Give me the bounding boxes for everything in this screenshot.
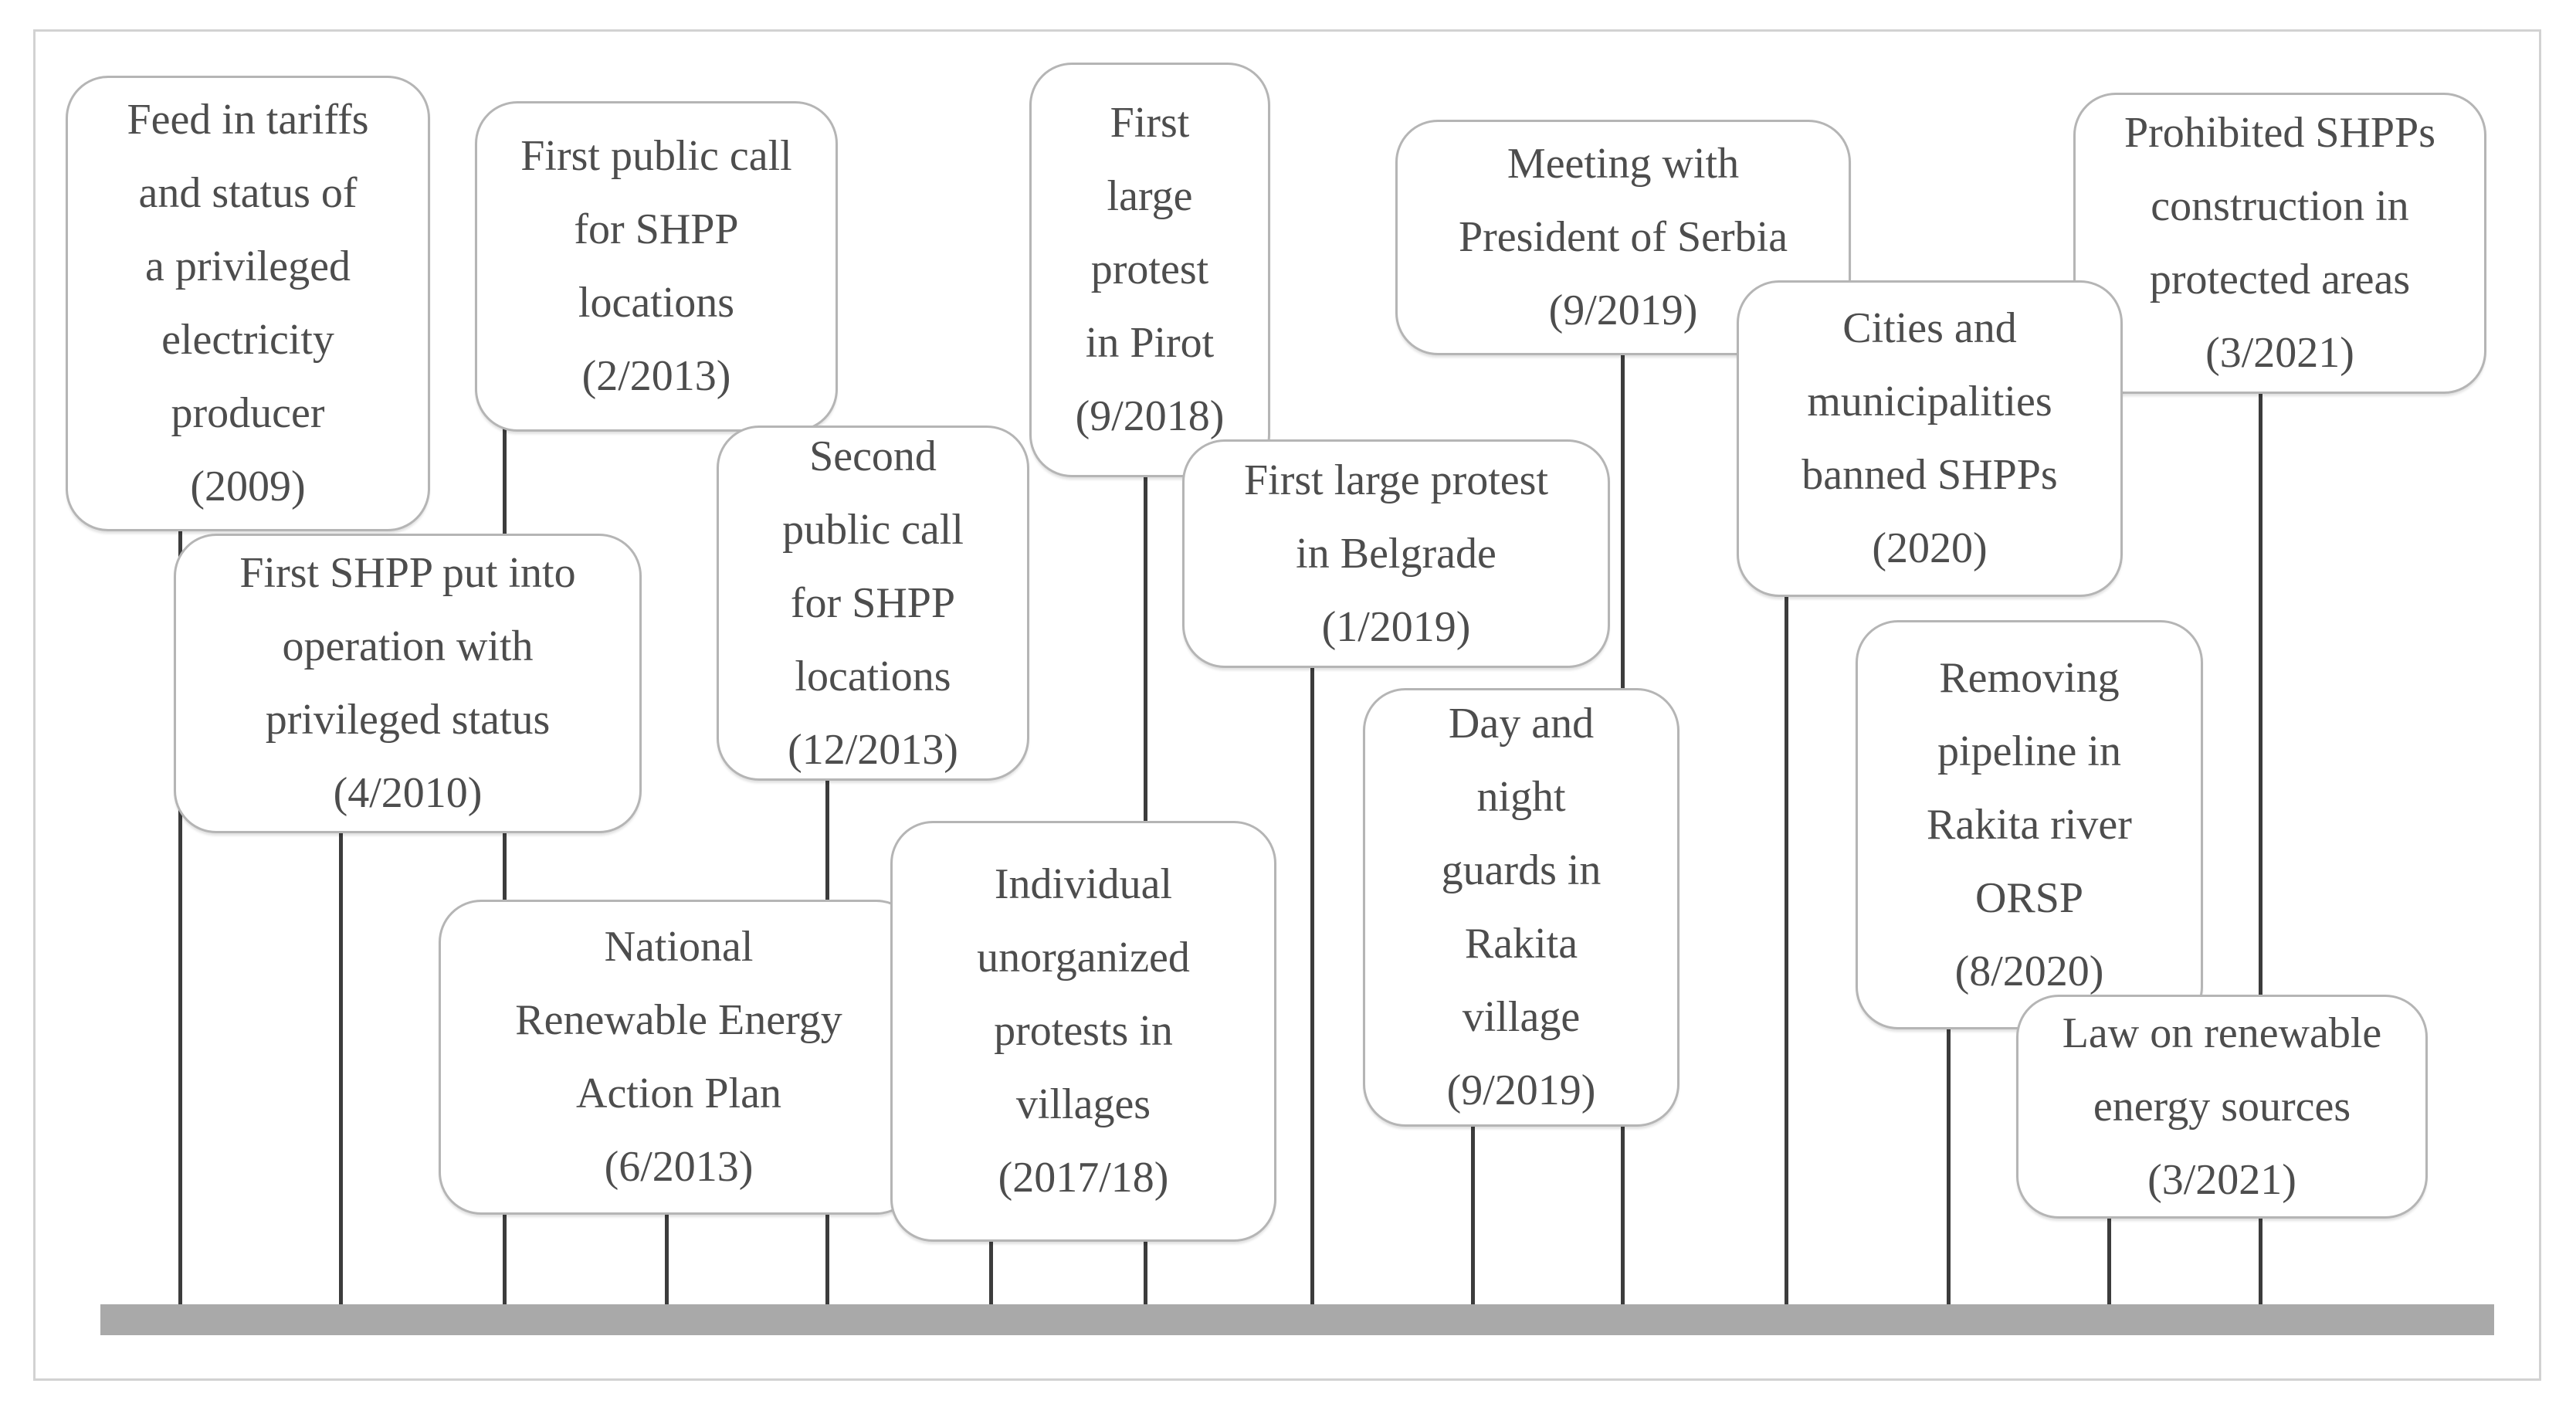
event-box-first-large-protest-pirot-2018: First large protest in Pirot (9/2018) xyxy=(1029,63,1270,477)
event-text-line: Feed in tariffs xyxy=(127,96,369,144)
connector-line-removing-pipeline-rakita-orsp-2020 xyxy=(1947,1023,1951,1309)
event-text-line: President of Serbia xyxy=(1458,213,1788,261)
event-text-line: public call xyxy=(782,505,964,554)
event-text-line: (9/2019) xyxy=(1446,1066,1596,1114)
event-text-line: producer xyxy=(171,389,325,437)
event-box-individual-unorganized-protests-2017-18: Individual unorganized protests in villages… xyxy=(890,821,1276,1242)
event-box-second-public-call-2013: Second public call for SHPP locations (12/20… xyxy=(717,426,1029,781)
connector-line-prohibited-shpps-protected-areas-2021 xyxy=(2259,388,2262,1309)
event-text-line: electricity xyxy=(161,316,334,364)
event-text-line: pipeline in xyxy=(1937,727,2121,775)
event-text-line: ORSP xyxy=(1974,873,2084,922)
event-text-line: Cities and xyxy=(1842,304,2017,352)
event-box-feed-in-tariffs-2009: Feed in tariffs and status of a privileged… xyxy=(66,76,430,531)
connector-line-first-large-protest-belgrade-2019 xyxy=(1310,662,1314,1309)
event-text-line: unorganized xyxy=(977,934,1190,982)
event-box-cities-municipalities-banned-shpps-2020: Cities and municipalities banned SHPPs (202… xyxy=(1737,280,2123,597)
event-box-day-night-guards-rakita-2019: Day and night guards in Rakita village (9/201… xyxy=(1363,688,1679,1127)
event-text-line: Law on renewable xyxy=(2062,1009,2382,1057)
event-text-line: privileged status xyxy=(265,696,551,744)
event-text-line: night xyxy=(1476,773,1566,821)
event-text-line: (3/2021) xyxy=(2147,1155,2296,1204)
event-text-line: (3/2021) xyxy=(2205,329,2354,377)
event-text-line: protected areas xyxy=(2149,256,2411,303)
event-text-line: protests in xyxy=(994,1007,1173,1055)
event-text-line: (1/2019) xyxy=(1321,602,1471,651)
event-text-line: municipalities xyxy=(1807,378,2052,426)
event-text-line: First SHPP put into xyxy=(239,549,576,597)
event-text-line: Action Plan xyxy=(576,1070,781,1117)
event-text-line: Rakita river xyxy=(1927,800,2132,849)
event-text-line: First large protest xyxy=(1243,456,1549,504)
connector-line-first-shpp-operation-2010 xyxy=(339,827,343,1309)
connector-line-national-renewable-energy-action-plan-2013 xyxy=(665,1209,669,1309)
event-text-line: large xyxy=(1107,172,1193,220)
event-box-first-large-protest-belgrade-2019: First large protest in Belgrade (1/2019) xyxy=(1182,439,1610,668)
event-text-line: in Belgrade xyxy=(1296,529,1496,578)
timeline-bar xyxy=(100,1304,2494,1335)
connector-line-individual-unorganized-protests-2017-18 xyxy=(989,1236,993,1309)
event-text-line: operation with xyxy=(282,622,534,670)
event-text-line: (2009) xyxy=(190,463,306,510)
event-text-line: (12/2013) xyxy=(788,725,958,774)
event-text-line: in Pirot xyxy=(1085,319,1215,367)
event-text-line: for SHPP xyxy=(574,205,739,253)
event-text-line: National xyxy=(604,923,754,971)
event-box-law-renewable-energy-sources-2021: Law on renewable energy sources (3/2021) xyxy=(2016,995,2428,1219)
event-text-line: construction in xyxy=(2151,182,2409,230)
event-text-line: (2017/18) xyxy=(998,1154,1169,1202)
event-text-line: Second xyxy=(809,432,937,480)
event-boxes-layer: Feed in tariffs and status of a privileged… xyxy=(36,32,2539,1378)
event-text-line: (4/2010) xyxy=(333,769,483,817)
event-text-line: First xyxy=(1110,99,1190,147)
event-text-line: Rakita xyxy=(1464,920,1578,968)
event-text-line: banned SHPPs xyxy=(1802,451,2058,499)
event-text-line: locations xyxy=(795,652,951,700)
event-text-line: Day and xyxy=(1448,700,1595,748)
event-text-line: (9/2019) xyxy=(1548,286,1698,334)
event-text-line: guards in xyxy=(1441,846,1602,894)
figure-frame: Feed in tariffs and status of a privileged… xyxy=(33,29,2541,1381)
event-text-line: for SHPP xyxy=(790,578,956,627)
event-text-line: energy sources xyxy=(2093,1082,2351,1131)
event-text-line: (8/2020) xyxy=(1954,947,2104,995)
event-text-line: Individual xyxy=(994,860,1173,908)
event-text-line: Prohibited SHPPs xyxy=(2124,109,2435,157)
event-box-prohibited-shpps-protected-areas-2021: Prohibited SHPPs construction in protected… xyxy=(2073,93,2486,394)
connector-line-feed-in-tariffs-2009 xyxy=(178,525,182,1309)
connector-line-law-renewable-energy-sources-2021 xyxy=(2107,1212,2111,1309)
event-text-line: (6/2013) xyxy=(604,1143,754,1191)
event-text-line: locations xyxy=(578,279,735,327)
event-text-line: and status of xyxy=(138,169,358,217)
connector-line-first-public-call-2013 xyxy=(503,426,507,1309)
connector-line-cities-municipalities-banned-shpps-2020 xyxy=(1785,591,1788,1309)
event-text-line: village xyxy=(1462,993,1581,1041)
event-text-line: villages xyxy=(1015,1080,1151,1128)
event-text-line: (9/2018) xyxy=(1075,392,1225,440)
event-text-line: (2020) xyxy=(1872,524,1988,572)
event-text-line: First public call xyxy=(520,132,792,180)
event-box-first-public-call-2013: First public call for SHPP locations (2/201… xyxy=(475,101,838,432)
connector-line-day-night-guards-rakita-2019 xyxy=(1471,1121,1475,1309)
event-text-line: Renewable Energy xyxy=(515,996,842,1044)
event-text-line: Meeting with xyxy=(1507,140,1740,188)
event-text-line: protest xyxy=(1090,246,1209,293)
event-text-line: a privileged xyxy=(145,242,351,290)
event-text-line: Removing xyxy=(1939,653,2120,702)
event-box-first-shpp-operation-2010: First SHPP put into operation with privile… xyxy=(174,534,642,833)
event-text-line: (2/2013) xyxy=(581,352,731,400)
